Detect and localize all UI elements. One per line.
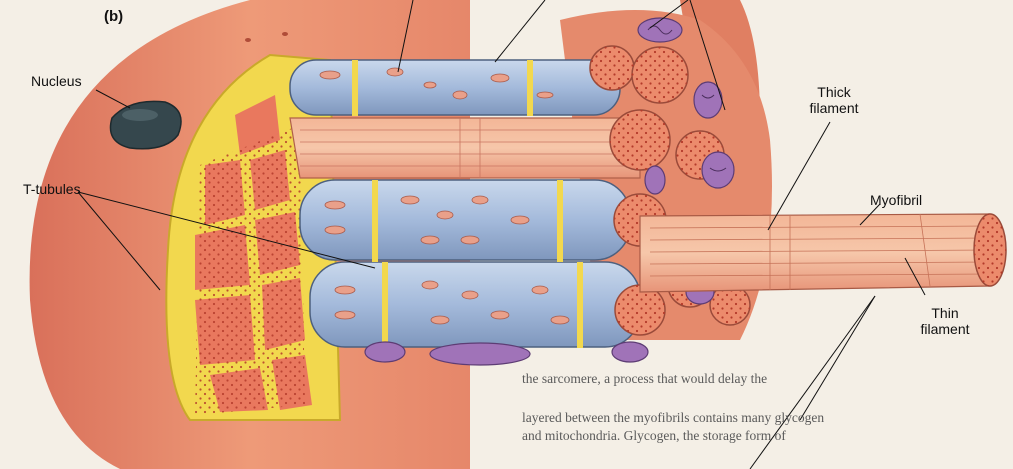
protruding-myofibril (640, 214, 1006, 292)
panel-label: (b) (104, 8, 123, 25)
background-text-line-2: layered between the myofibrils contains … (522, 410, 824, 426)
t-tubules-label: T-tubules (23, 181, 81, 197)
sarcoplasmic-reticulum (290, 60, 640, 348)
myofibril-label: Myofibril (870, 192, 922, 208)
thick-filament-label: Thick filament (800, 84, 868, 116)
exposed-myofibril-bundle (290, 118, 640, 178)
background-text-line-3: and mitochondria. Glycogen, the storage … (522, 428, 786, 444)
thin-filament-label: Thin filament (915, 305, 975, 337)
background-text-line-1: the sarcomere, a process that would dela… (522, 371, 767, 387)
nucleus-label: Nucleus (31, 73, 82, 89)
